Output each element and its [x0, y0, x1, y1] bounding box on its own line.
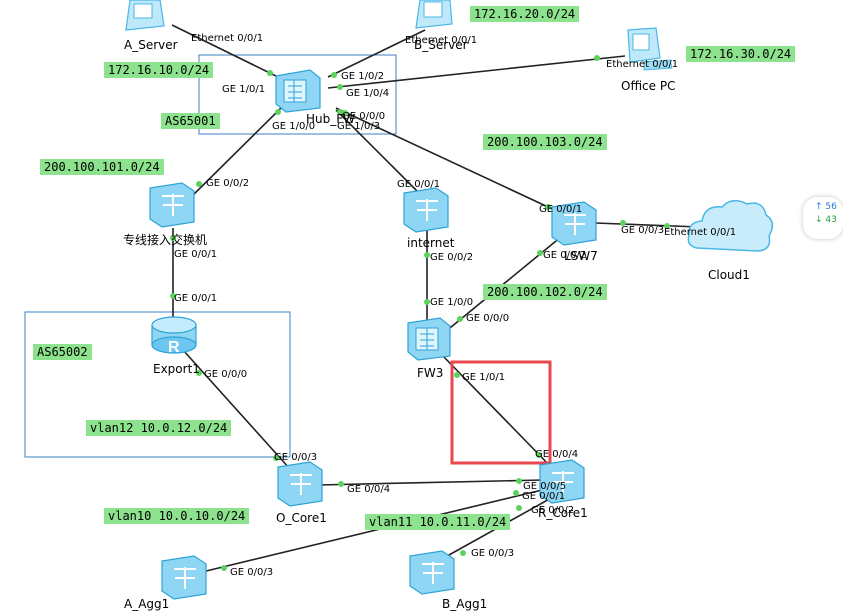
port-label: GE 0/0/4 [535, 449, 579, 460]
upload-rate: ↑ 56 [815, 202, 837, 212]
b-server-icon[interactable] [415, 0, 453, 29]
link-officepc-hub[interactable] [327, 55, 626, 89]
device-label-a-server: A_Server [124, 38, 178, 52]
port-dots [170, 55, 670, 571]
port-label: GE 1/0/0 [272, 121, 316, 132]
device-label-r-core1: R_Core1 [538, 506, 588, 520]
lsw7-switch-icon[interactable] [551, 201, 597, 246]
link-hub-lsw7[interactable] [335, 107, 564, 215]
hub-fw-icon[interactable] [275, 69, 321, 113]
as65001-label: AS65001 [161, 113, 220, 129]
svg-text:R: R [168, 339, 180, 356]
net-label-172-16-20: 172.16.20.0/24 [470, 6, 580, 22]
links [171, 24, 701, 573]
port-label: GE 0/0/2 [543, 250, 587, 261]
device-label-cloud1: Cloud1 [708, 268, 750, 282]
device-label-export1: Export1 [153, 362, 200, 376]
port-label: Ethernet 0/0/1 [606, 59, 679, 70]
link-aserver-hub[interactable] [171, 24, 277, 77]
device-label-fw3: FW3 [417, 366, 444, 380]
device-label-a-agg1: A_Agg1 [124, 597, 170, 611]
a-server-icon[interactable] [125, 0, 165, 31]
port-label: GE 0/0/2 [531, 505, 575, 516]
link-export1-ocore1[interactable] [182, 349, 291, 470]
port-label: Ethernet 0/0/1 [664, 227, 737, 238]
net-label-172-16-30: 172.16.30.0/24 [686, 46, 796, 62]
as65002-label: AS65002 [33, 344, 92, 360]
a-agg1-switch-icon[interactable] [161, 555, 207, 600]
device-label-zhuanxian: 专线接入交换机 [123, 233, 208, 247]
o-core1-switch-icon[interactable] [277, 461, 323, 507]
net-label-vlan11: vlan11 10.0.11.0/24 [365, 514, 511, 530]
traffic-widget[interactable]: ↑ 56 ↓ 43 [803, 197, 843, 239]
port-label: GE 0/0/0 [204, 369, 248, 380]
port-label: GE 0/0/0 [342, 111, 386, 122]
download-rate: ↓ 43 [815, 215, 837, 225]
port-label: Ethernet 0/0/1 [405, 35, 478, 46]
device-label-o-core1: O_Core1 [276, 511, 327, 525]
internet-switch-icon[interactable] [403, 187, 449, 233]
port-label: GE 1/0/0 [430, 297, 474, 308]
port-label: GE 0/0/3 [471, 548, 515, 559]
topology-canvas: R [24, 0, 774, 600]
port-label: GE 0/0/1 [522, 491, 566, 502]
as65002-box [24, 311, 291, 458]
port-label: GE 1/0/4 [346, 88, 390, 99]
net-label-200-100-101: 200.100.101.0/24 [40, 159, 164, 175]
port-label: GE 0/0/0 [466, 313, 510, 324]
link-fw3-rcore1[interactable] [441, 354, 554, 470]
port-label: GE 0/0/1 [174, 249, 218, 260]
net-label-vlan10: vlan10 10.0.10.0/24 [104, 508, 250, 524]
port-label: GE 0/0/2 [430, 252, 474, 263]
device-label-b-server: B_Server [414, 38, 468, 52]
link-hub-internet[interactable] [335, 109, 427, 201]
b-agg1-switch-icon[interactable] [409, 550, 455, 595]
r-core1-switch-icon[interactable] [539, 459, 585, 504]
port-label: GE 0/0/5 [523, 481, 567, 492]
zhuanxian-switch-icon[interactable] [149, 182, 195, 228]
fw3-icon[interactable] [407, 317, 451, 361]
port-label: GE 0/0/3 [621, 225, 665, 236]
port-label: GE 0/0/2 [206, 178, 250, 189]
link-rcore1-aagg1[interactable] [201, 489, 543, 573]
port-label: GE 1/0/1 [462, 372, 506, 383]
link-bserver-hub[interactable] [327, 29, 426, 78]
device-label-office-pc: Office PC [621, 79, 676, 93]
port-label: GE 0/0/3 [274, 452, 318, 463]
device-label-lsw7: LSW7 [564, 249, 598, 263]
device-label-hub-fw: Hub_FW [306, 112, 356, 126]
net-label-172-16-10: 172.16.10.0/24 [104, 62, 214, 78]
port-label: GE 1/0/1 [222, 84, 266, 95]
port-label: GE 1/0/2 [341, 71, 385, 82]
net-label-200-100-103: 200.100.103.0/24 [483, 134, 607, 150]
link-hub-zhuanxian[interactable] [184, 106, 283, 204]
device-label-b-agg1: B_Agg1 [442, 597, 488, 611]
port-label: GE 0/0/1 [397, 179, 441, 190]
port-label: GE 1/0/3 [337, 121, 381, 132]
cloud-icon[interactable] [687, 199, 774, 252]
port-label: Ethernet 0/0/1 [191, 33, 264, 44]
port-label: GE 0/0/3 [230, 567, 274, 578]
link-ocore1-rcore1[interactable] [317, 479, 544, 486]
port-label: GE 0/0/4 [347, 484, 391, 495]
port-label: GE 0/0/1 [539, 204, 583, 215]
export1-router-icon[interactable]: R [151, 316, 197, 356]
link-lsw7-fw3[interactable] [444, 231, 568, 333]
highlight-box [450, 360, 552, 465]
link-lsw7-cloud1[interactable] [594, 222, 701, 228]
net-label-vlan12: vlan12 10.0.12.0/24 [86, 420, 232, 436]
port-label: GE 0/0/1 [174, 293, 218, 304]
as65001-box [198, 54, 397, 135]
net-label-200-100-102: 200.100.102.0/24 [483, 284, 607, 300]
office-pc-icon[interactable] [627, 27, 673, 71]
device-label-internet: internet [407, 236, 455, 250]
